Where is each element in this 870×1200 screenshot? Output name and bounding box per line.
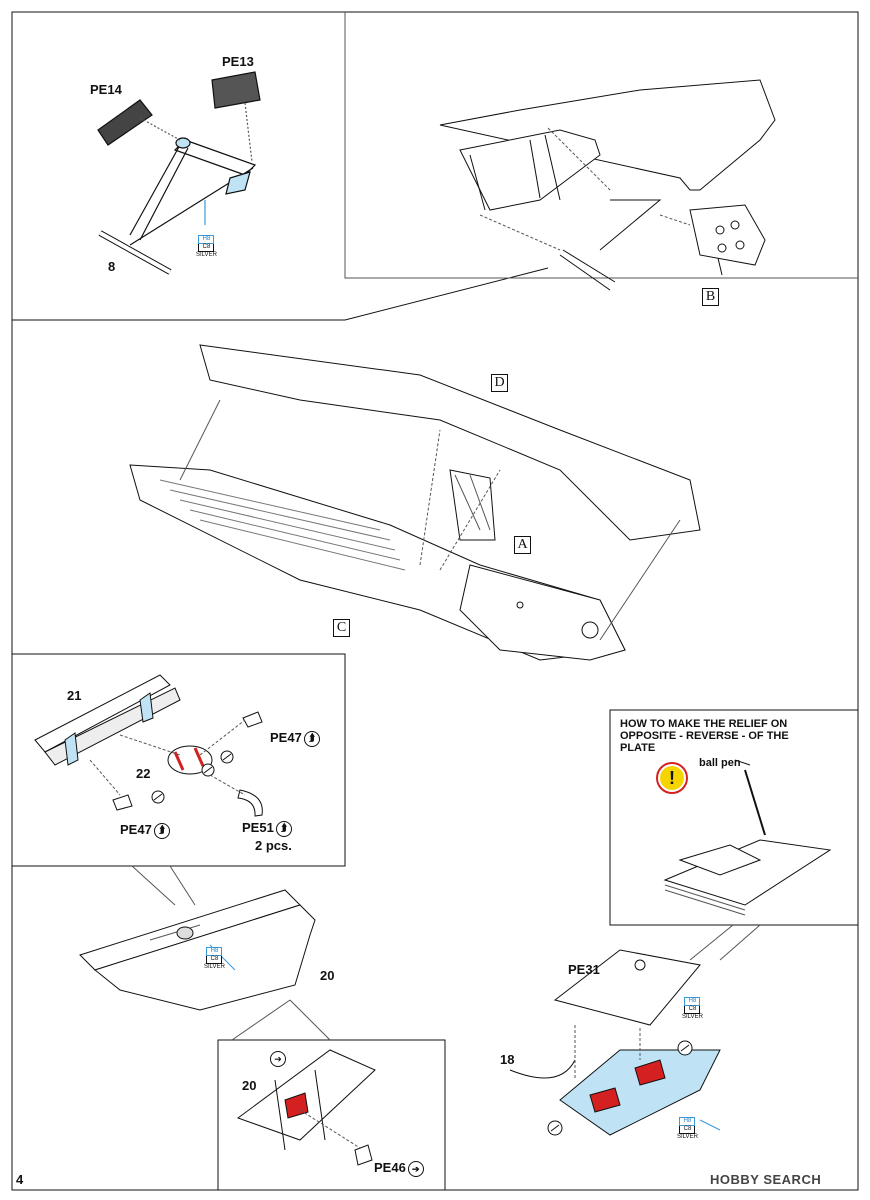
label-pe46: PE46➔ (374, 1160, 424, 1177)
paint-code-3: H8 C8 SILVER (682, 997, 703, 1021)
label-part-20-detail: 20 (242, 1078, 257, 1093)
paint-code-h: H8 (198, 235, 215, 244)
paint-code-h: H8 (206, 947, 223, 956)
label-two-pcs: 2 pcs. (255, 838, 292, 853)
callout-relief (689, 924, 761, 961)
label-pe14: PE14 (90, 82, 122, 97)
paint-color-name: SILVER (677, 1134, 698, 1140)
step-8-drawing (97, 71, 261, 275)
label-part-8: 8 (108, 259, 116, 274)
paint-code-c: C8 (198, 244, 215, 252)
bend-up-icon: ⮭ (303, 730, 320, 747)
label-pe47-right: PE47⮭ (270, 730, 320, 747)
paint-code-2: H8 C8 SILVER (204, 947, 225, 971)
paint-code-1: H8 C8 SILVER (196, 235, 217, 259)
label-part-18: 18 (500, 1052, 515, 1067)
box-label-b: B (702, 288, 719, 306)
label-pe13: PE13 (222, 54, 254, 69)
paint-code-c: C8 (679, 1126, 696, 1134)
arrow-right-icon: ➔ (407, 1160, 424, 1177)
relief-panel (609, 709, 859, 926)
paint-code-h: H8 (684, 997, 701, 1006)
bend-up-icon: ⮭ (153, 822, 170, 839)
fuselage-main-drawing (129, 344, 701, 661)
step-18-drawing (509, 949, 721, 1136)
callout-21 (131, 865, 196, 906)
relief-drawing (656, 759, 832, 916)
label-part-20: 20 (320, 968, 335, 983)
fuselage-top-drawing (439, 79, 776, 291)
label-part-22: 22 (136, 766, 151, 781)
box-label-c: C (333, 619, 350, 637)
pe47-text: PE47 (270, 730, 302, 745)
paint-color-name: SILVER (682, 1014, 703, 1020)
step-20-drawing (79, 889, 316, 1011)
detail-panel-20 (217, 1039, 446, 1191)
box-label-d: D (491, 374, 508, 392)
label-pe31: PE31 (568, 962, 600, 977)
pe46-text: PE46 (374, 1160, 406, 1175)
watermark: HOBBY SEARCH (710, 1172, 822, 1187)
page-number: 4 (16, 1172, 24, 1187)
paint-code-c: C8 (684, 1006, 701, 1014)
box-label-a: A (514, 536, 531, 554)
relief-note: HOW TO MAKE THE RELIEF ON OPPOSITE - REV… (620, 718, 789, 754)
panel-divider-top (12, 267, 549, 321)
paint-color-name: SILVER (204, 964, 225, 970)
exclamation-icon: ! (660, 766, 684, 790)
step-21-drawing (34, 674, 263, 817)
paint-color-name: SILVER (196, 252, 217, 258)
panel-divider-right (344, 12, 858, 279)
pe47-text: PE47 (120, 822, 152, 837)
paint-code-c: C8 (206, 956, 223, 964)
fold-icon: ➔ (268, 1050, 286, 1068)
callout-20 (231, 999, 331, 1041)
label-part-21: 21 (67, 688, 82, 703)
bend-up-icon: ⮭ (275, 820, 292, 837)
label-pe47-left: PE47⮭ (120, 822, 170, 839)
step-20-detail-drawing (236, 1049, 376, 1166)
detail-panel-21 (11, 653, 346, 867)
label-pe51: PE51⮭ (242, 820, 292, 837)
paint-code-h: H8 (679, 1117, 696, 1126)
tool-label: ball pen (699, 757, 741, 769)
pe51-text: PE51 (242, 820, 274, 835)
paint-code-4: H8 C8 SILVER (677, 1117, 698, 1141)
